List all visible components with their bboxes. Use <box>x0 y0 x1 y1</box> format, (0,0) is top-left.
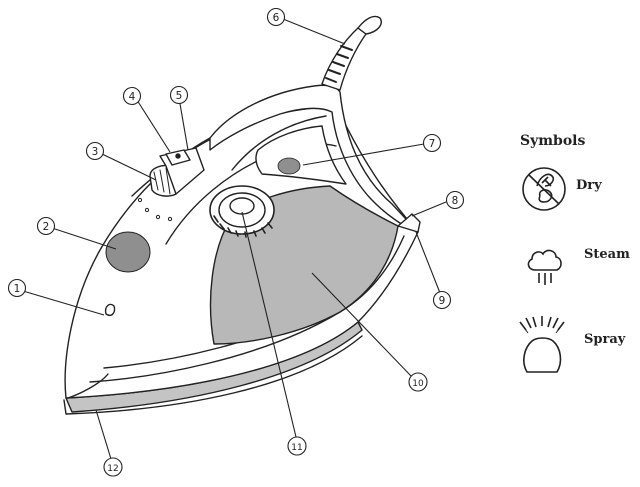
callout-3: 3 <box>85 141 105 161</box>
callout-6: 6 <box>266 7 286 27</box>
callout-7: 7 <box>422 133 442 153</box>
spray-label: Spray <box>584 332 626 347</box>
steam-icon <box>527 249 562 285</box>
dial-knurling <box>213 215 273 238</box>
callout-5: 5 <box>169 85 189 105</box>
svg-text:1: 1 <box>14 283 21 295</box>
power-cord-end <box>357 15 382 35</box>
symbols-legend: Symbols Dry Steam <box>519 133 630 373</box>
handle-opening <box>255 125 347 185</box>
indicator-light <box>277 157 301 175</box>
callout-10: 10 <box>408 372 428 392</box>
callout-4: 4 <box>122 86 142 106</box>
svg-text:9: 9 <box>439 295 446 307</box>
water-window <box>105 231 151 273</box>
dry-label: Dry <box>576 178 602 193</box>
cord-guard-ribs <box>325 45 353 83</box>
heel <box>397 213 421 233</box>
svg-text:2: 2 <box>43 221 50 233</box>
temperature-markers <box>137 197 173 222</box>
callout-markers: 1 2 3 4 5 6 7 8 <box>7 7 465 477</box>
callout-9: 9 <box>432 290 452 310</box>
svg-text:3: 3 <box>92 146 99 158</box>
steam-label: Steam <box>584 247 630 262</box>
svg-text:12: 12 <box>107 464 118 474</box>
callout-12: 12 <box>103 457 123 477</box>
symbols-title: Symbols <box>520 133 586 149</box>
svg-text:7: 7 <box>429 138 436 150</box>
callout-8: 8 <box>445 190 465 210</box>
water-filling-inlet <box>104 303 116 316</box>
leader-lines <box>22 18 447 460</box>
dry-icon <box>522 167 566 211</box>
iron-illustration <box>63 15 421 415</box>
svg-text:4: 4 <box>129 91 136 103</box>
svg-text:5: 5 <box>176 90 183 102</box>
svg-text:8: 8 <box>452 195 459 207</box>
callout-1: 1 <box>7 278 27 298</box>
spray-icon <box>519 316 565 373</box>
callout-11: 11 <box>287 436 307 456</box>
soleplate-edge <box>63 335 363 415</box>
svg-text:10: 10 <box>412 379 424 389</box>
callout-2: 2 <box>36 216 56 236</box>
svg-text:6: 6 <box>273 12 280 24</box>
svg-text:11: 11 <box>291 443 302 453</box>
